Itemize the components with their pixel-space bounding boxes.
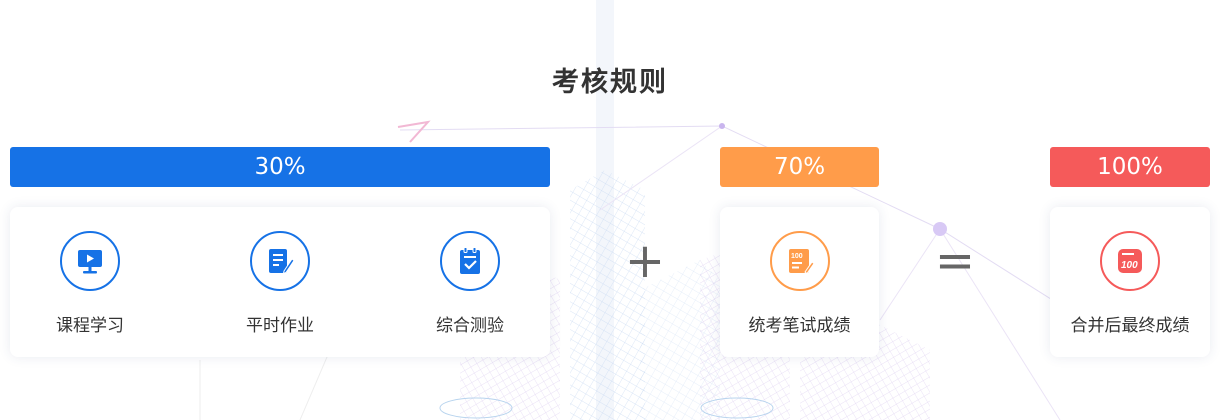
page-title: 考核规则	[552, 67, 668, 98]
document-edit-icon	[269, 249, 294, 275]
exam-percent: 70%	[773, 154, 826, 180]
coursework-percent-bar: 30%	[10, 147, 550, 187]
exam-card: 100 统考笔试成绩	[720, 207, 879, 357]
exam-percent-bar: 70%	[720, 147, 879, 187]
equals-operator: =	[934, 233, 976, 289]
item-final-score: 100 合并后最终成绩	[1050, 207, 1210, 357]
exam-score-icon-circle: 100	[769, 231, 830, 291]
svg-text:100: 100	[791, 253, 803, 260]
item-comprehensive-test: 综合测验	[390, 207, 550, 357]
item-exam-score: 100 统考笔试成绩	[720, 207, 879, 357]
plus-operator: +	[624, 233, 666, 289]
final-score-icon-circle: 100	[1100, 231, 1160, 291]
coursework-percent: 30%	[254, 154, 306, 180]
comprehensive-test-icon-circle	[440, 231, 500, 291]
final-score-label: 合并后最终成绩	[1070, 316, 1190, 336]
total-percent-bar: 100%	[1050, 147, 1210, 187]
homework-label: 平时作业	[246, 316, 314, 336]
clipboard-check-icon	[460, 247, 480, 274]
score-100-icon: 100	[1118, 249, 1142, 273]
course-study-label: 课程学习	[56, 316, 124, 336]
total-card: 100 合并后最终成绩	[1050, 207, 1210, 357]
monitor-play-icon	[78, 250, 102, 274]
svg-text:100: 100	[1121, 260, 1138, 271]
item-course-study: 课程学习	[10, 207, 170, 357]
coursework-card: 课程学习 平时作业 综合测验	[10, 207, 550, 357]
course-study-icon-circle	[60, 231, 120, 291]
total-percent: 100%	[1097, 154, 1163, 180]
item-homework: 平时作业	[200, 207, 360, 357]
score-sheet-icon: 100	[788, 249, 814, 275]
homework-icon-circle	[250, 231, 310, 291]
exam-score-label: 统考笔试成绩	[748, 316, 851, 336]
comprehensive-test-label: 综合测验	[436, 316, 504, 336]
